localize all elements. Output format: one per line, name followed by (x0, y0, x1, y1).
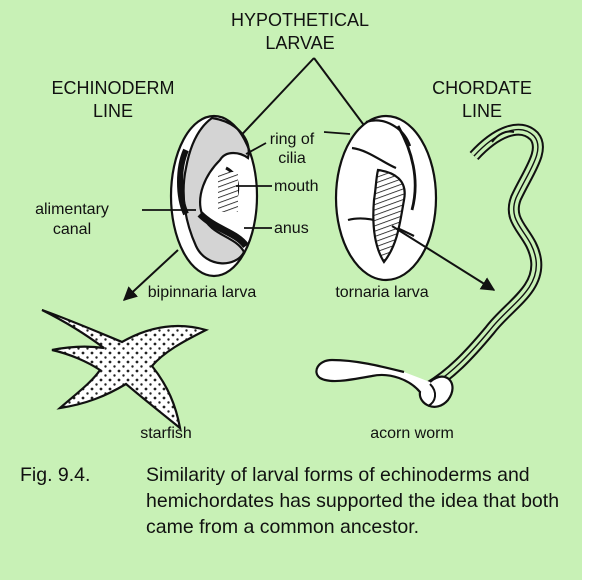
acorn-worm-label: acorn worm (370, 425, 454, 442)
mouth-label: mouth (274, 178, 318, 195)
echinoderm-heading-1: ECHINODERM (51, 78, 174, 98)
title-line-1: HYPOTHETICAL (231, 10, 369, 30)
echinoderm-heading-2: LINE (93, 101, 133, 121)
anus-label: anus (274, 220, 309, 237)
bipinnaria-label: bipinnaria larva (148, 284, 257, 301)
chordate-heading-2: LINE (462, 101, 502, 121)
alimentary-canal-label-1: alimentary (35, 201, 109, 218)
alimentary-canal-label-2: canal (53, 221, 91, 238)
starfish-label: starfish (140, 425, 192, 442)
tornaria-larva-drawing (336, 116, 436, 280)
title-line-2: LARVAE (265, 33, 334, 53)
bipinnaria-larva-drawing (171, 116, 257, 276)
ring-of-cilia-label-1: ring of (270, 131, 315, 148)
figure-number: Fig. 9.4. (20, 462, 90, 488)
caption-text: Similarity of larval forms of echinoderm… (146, 462, 571, 540)
chordate-heading-1: CHORDATE (432, 78, 532, 98)
ring-pointer-right (324, 132, 350, 134)
tornaria-label: tornaria larva (335, 284, 428, 301)
ring-of-cilia-label-2: cilia (278, 150, 306, 167)
starfish-drawing (42, 310, 206, 428)
